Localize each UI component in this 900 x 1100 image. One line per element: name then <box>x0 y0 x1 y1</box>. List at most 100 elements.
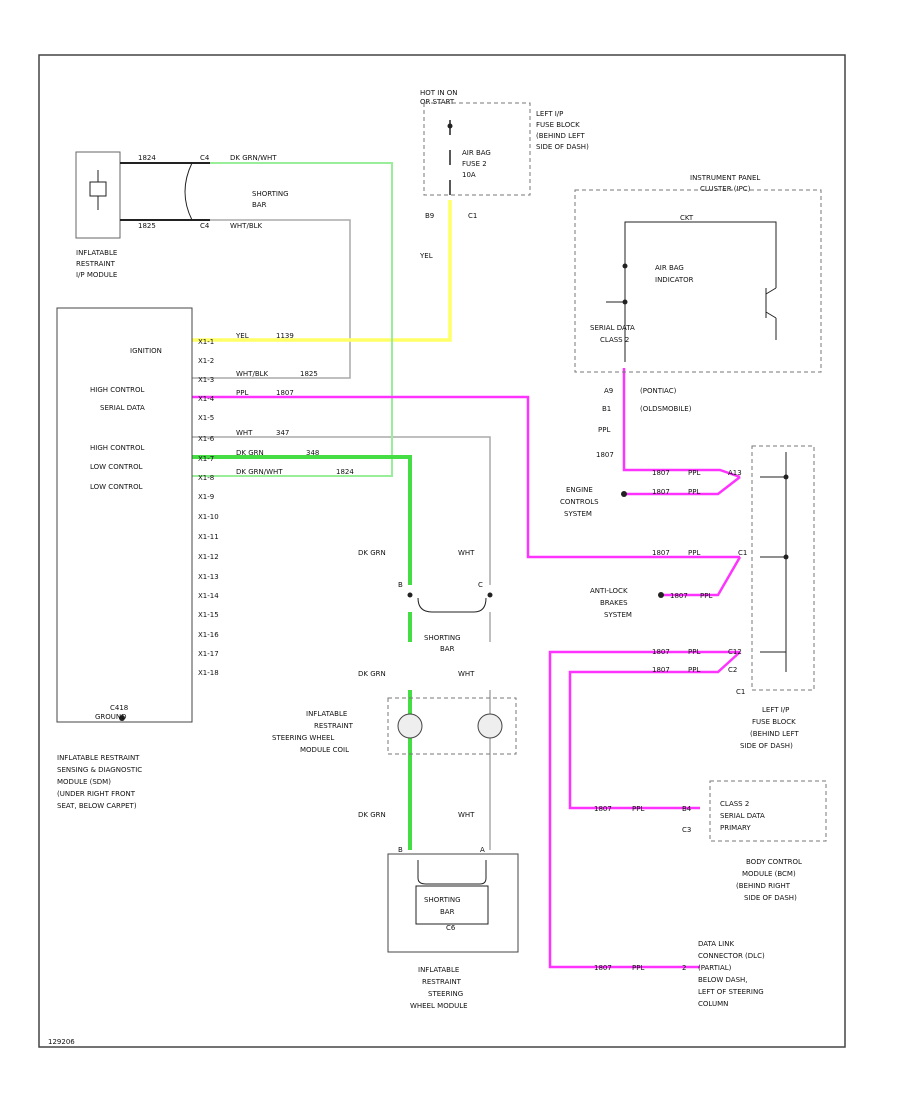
splice-loc-2: FUSE BLOCK <box>752 718 796 726</box>
dlc-wire-ckt: 1807 <box>594 964 612 972</box>
ipc-indicator-1: AIR BAG <box>655 264 684 272</box>
fuse-header-2: OR START <box>420 98 455 106</box>
coil-shorting-bar <box>417 597 487 613</box>
steering-coil: DK GRN WHT B C SHORTING BAR DK GRN WHT I… <box>272 549 517 755</box>
sdm-pin: X1-5 <box>198 414 214 422</box>
fuse-dot <box>447 123 453 129</box>
dlc-name-3: (PARTIAL) <box>698 964 732 972</box>
bcm-label-1: CLASS 2 <box>720 800 749 808</box>
wire-ppl-dlc <box>548 650 740 969</box>
sdm-pin: X1-4 <box>198 395 215 403</box>
ip-ckt-1: 1824 <box>138 154 156 162</box>
wheel-pin-right: A <box>480 846 485 854</box>
sdm-wire-ckt: 1825 <box>300 370 318 378</box>
abs-label-2: BRAKES <box>600 599 628 607</box>
fuse-name-1: AIR BAG <box>462 149 491 157</box>
sdm-pin: X1-12 <box>198 553 219 561</box>
wheel-wire-right: WHT <box>458 811 475 819</box>
ipc-node <box>622 263 628 269</box>
splice-color: PPL <box>688 488 700 496</box>
wheel-box <box>387 853 519 953</box>
ip-module-box <box>75 151 121 239</box>
wire-ppl-ipc <box>622 368 741 479</box>
ip-bar-2: BAR <box>252 201 267 209</box>
sdm-name-3: MODULE (SDM) <box>57 778 111 786</box>
ip-ckt-2: 1825 <box>138 222 156 230</box>
fuse-loc-2: FUSE BLOCK <box>536 121 580 129</box>
wheel-bar-1: SHORTING <box>424 896 461 904</box>
ipc-transistor <box>765 287 777 319</box>
wire-wht-blk-1825 <box>192 219 351 379</box>
bcm-conn: C3 <box>682 826 691 834</box>
sdm-pin: X1-6 <box>198 435 215 443</box>
sdm-pin: X1-10 <box>198 513 219 521</box>
ipc-sub: CKT <box>680 214 694 222</box>
sdm-pin: X1-17 <box>198 650 219 658</box>
diagram-frame <box>38 54 846 1048</box>
coil-name-4: MODULE COIL <box>300 746 349 754</box>
sdm-wire-ckt: 347 <box>276 429 289 437</box>
sdm-wire-ckt: 1824 <box>336 468 354 476</box>
ip-wire-2: WHT/BLK <box>230 222 263 230</box>
ipc-pin-b1: B1 <box>602 405 611 413</box>
sdm-label-low-control-2: LOW CONTROL <box>90 483 143 491</box>
fuse-name-2: FUSE 2 <box>462 160 487 168</box>
abs-label-1: ANTI-LOCK <box>590 587 628 595</box>
bcm-box <box>709 780 827 842</box>
splice-dot <box>783 554 789 560</box>
abs-system: ANTI-LOCK BRAKES SYSTEM <box>590 587 664 619</box>
engine-dot <box>621 491 627 497</box>
sdm-label-high-control-2: HIGH CONTROL <box>90 444 145 452</box>
sdm-pin: X1-7 <box>198 455 214 463</box>
wire-ppl-engine <box>626 476 741 496</box>
dlc-name-4: BELOW DASH, <box>698 976 748 984</box>
wheel-wire-left: DK GRN <box>358 811 386 819</box>
fuse-pin-right: C1 <box>468 212 477 220</box>
sdm-ground-connector: C418 <box>110 704 128 712</box>
sdm-name-2: SENSING & DIAGNOSTIC <box>57 766 142 774</box>
bcm-name-3: (BEHIND RIGHT <box>736 882 791 890</box>
splice-color: PPL <box>700 592 712 600</box>
ipc-indicator-2: INDICATOR <box>655 276 694 284</box>
splice-pin: C1 <box>738 549 747 557</box>
bcm-name-1: BODY CONTROL <box>746 858 802 866</box>
sdm-pin: X1-14 <box>198 592 219 600</box>
ipc-box <box>574 189 822 373</box>
splice-color: PPL <box>688 469 700 477</box>
wheel-name-1: INFLATABLE <box>418 966 459 974</box>
coil-right-winding <box>477 713 503 739</box>
sdm-pin: X1-18 <box>198 669 219 677</box>
fuse-block: HOT IN ON OR START AIR BAG FUSE 2 10A LE… <box>419 89 589 260</box>
coil-name-1: INFLATABLE <box>306 710 347 718</box>
fuse-loc-1: LEFT I/P <box>536 110 563 118</box>
sdm-wire-color: PPL <box>236 389 248 397</box>
coil-wire-left-2: DK GRN <box>358 670 386 678</box>
bcm-pin: B4 <box>682 805 692 813</box>
wire-yel-1139 <box>192 200 452 342</box>
coil-box <box>387 697 517 755</box>
ip-label-1: INFLATABLE <box>76 249 117 257</box>
ip-module: 1824 1825 C4 C4 DK GRN/WHT WHT/BLK SHORT… <box>75 151 289 279</box>
ip-label-3: I/P MODULE <box>76 271 117 279</box>
fuse-wire-label: YEL <box>419 252 433 260</box>
splice-pin: C12 <box>728 648 742 656</box>
ipc-note-olds: (OLDSMOBILE) <box>640 405 692 413</box>
sdm-wire-color: WHT/BLK <box>236 370 269 378</box>
splice-pin: C2 <box>728 666 737 674</box>
splice-dot <box>783 474 789 480</box>
ipc-bus <box>606 221 777 362</box>
splice-ckt: 1807 <box>652 648 670 656</box>
coil-bar-1: SHORTING <box>424 634 461 642</box>
sdm-box <box>56 307 193 723</box>
sdm-wire-ckt: 348 <box>306 449 319 457</box>
wheel-name-3: STEERING <box>428 990 463 998</box>
coil-pin-right: C <box>478 581 483 589</box>
ipc-pin-ckt: 1807 <box>596 451 614 459</box>
fuse-name-3: 10A <box>462 171 476 179</box>
sdm-pin: X1-16 <box>198 631 219 639</box>
abs-label-3: SYSTEM <box>604 611 632 619</box>
wires <box>192 162 742 969</box>
sdm-ground-dot <box>119 715 125 721</box>
wheel-squib <box>415 885 489 925</box>
